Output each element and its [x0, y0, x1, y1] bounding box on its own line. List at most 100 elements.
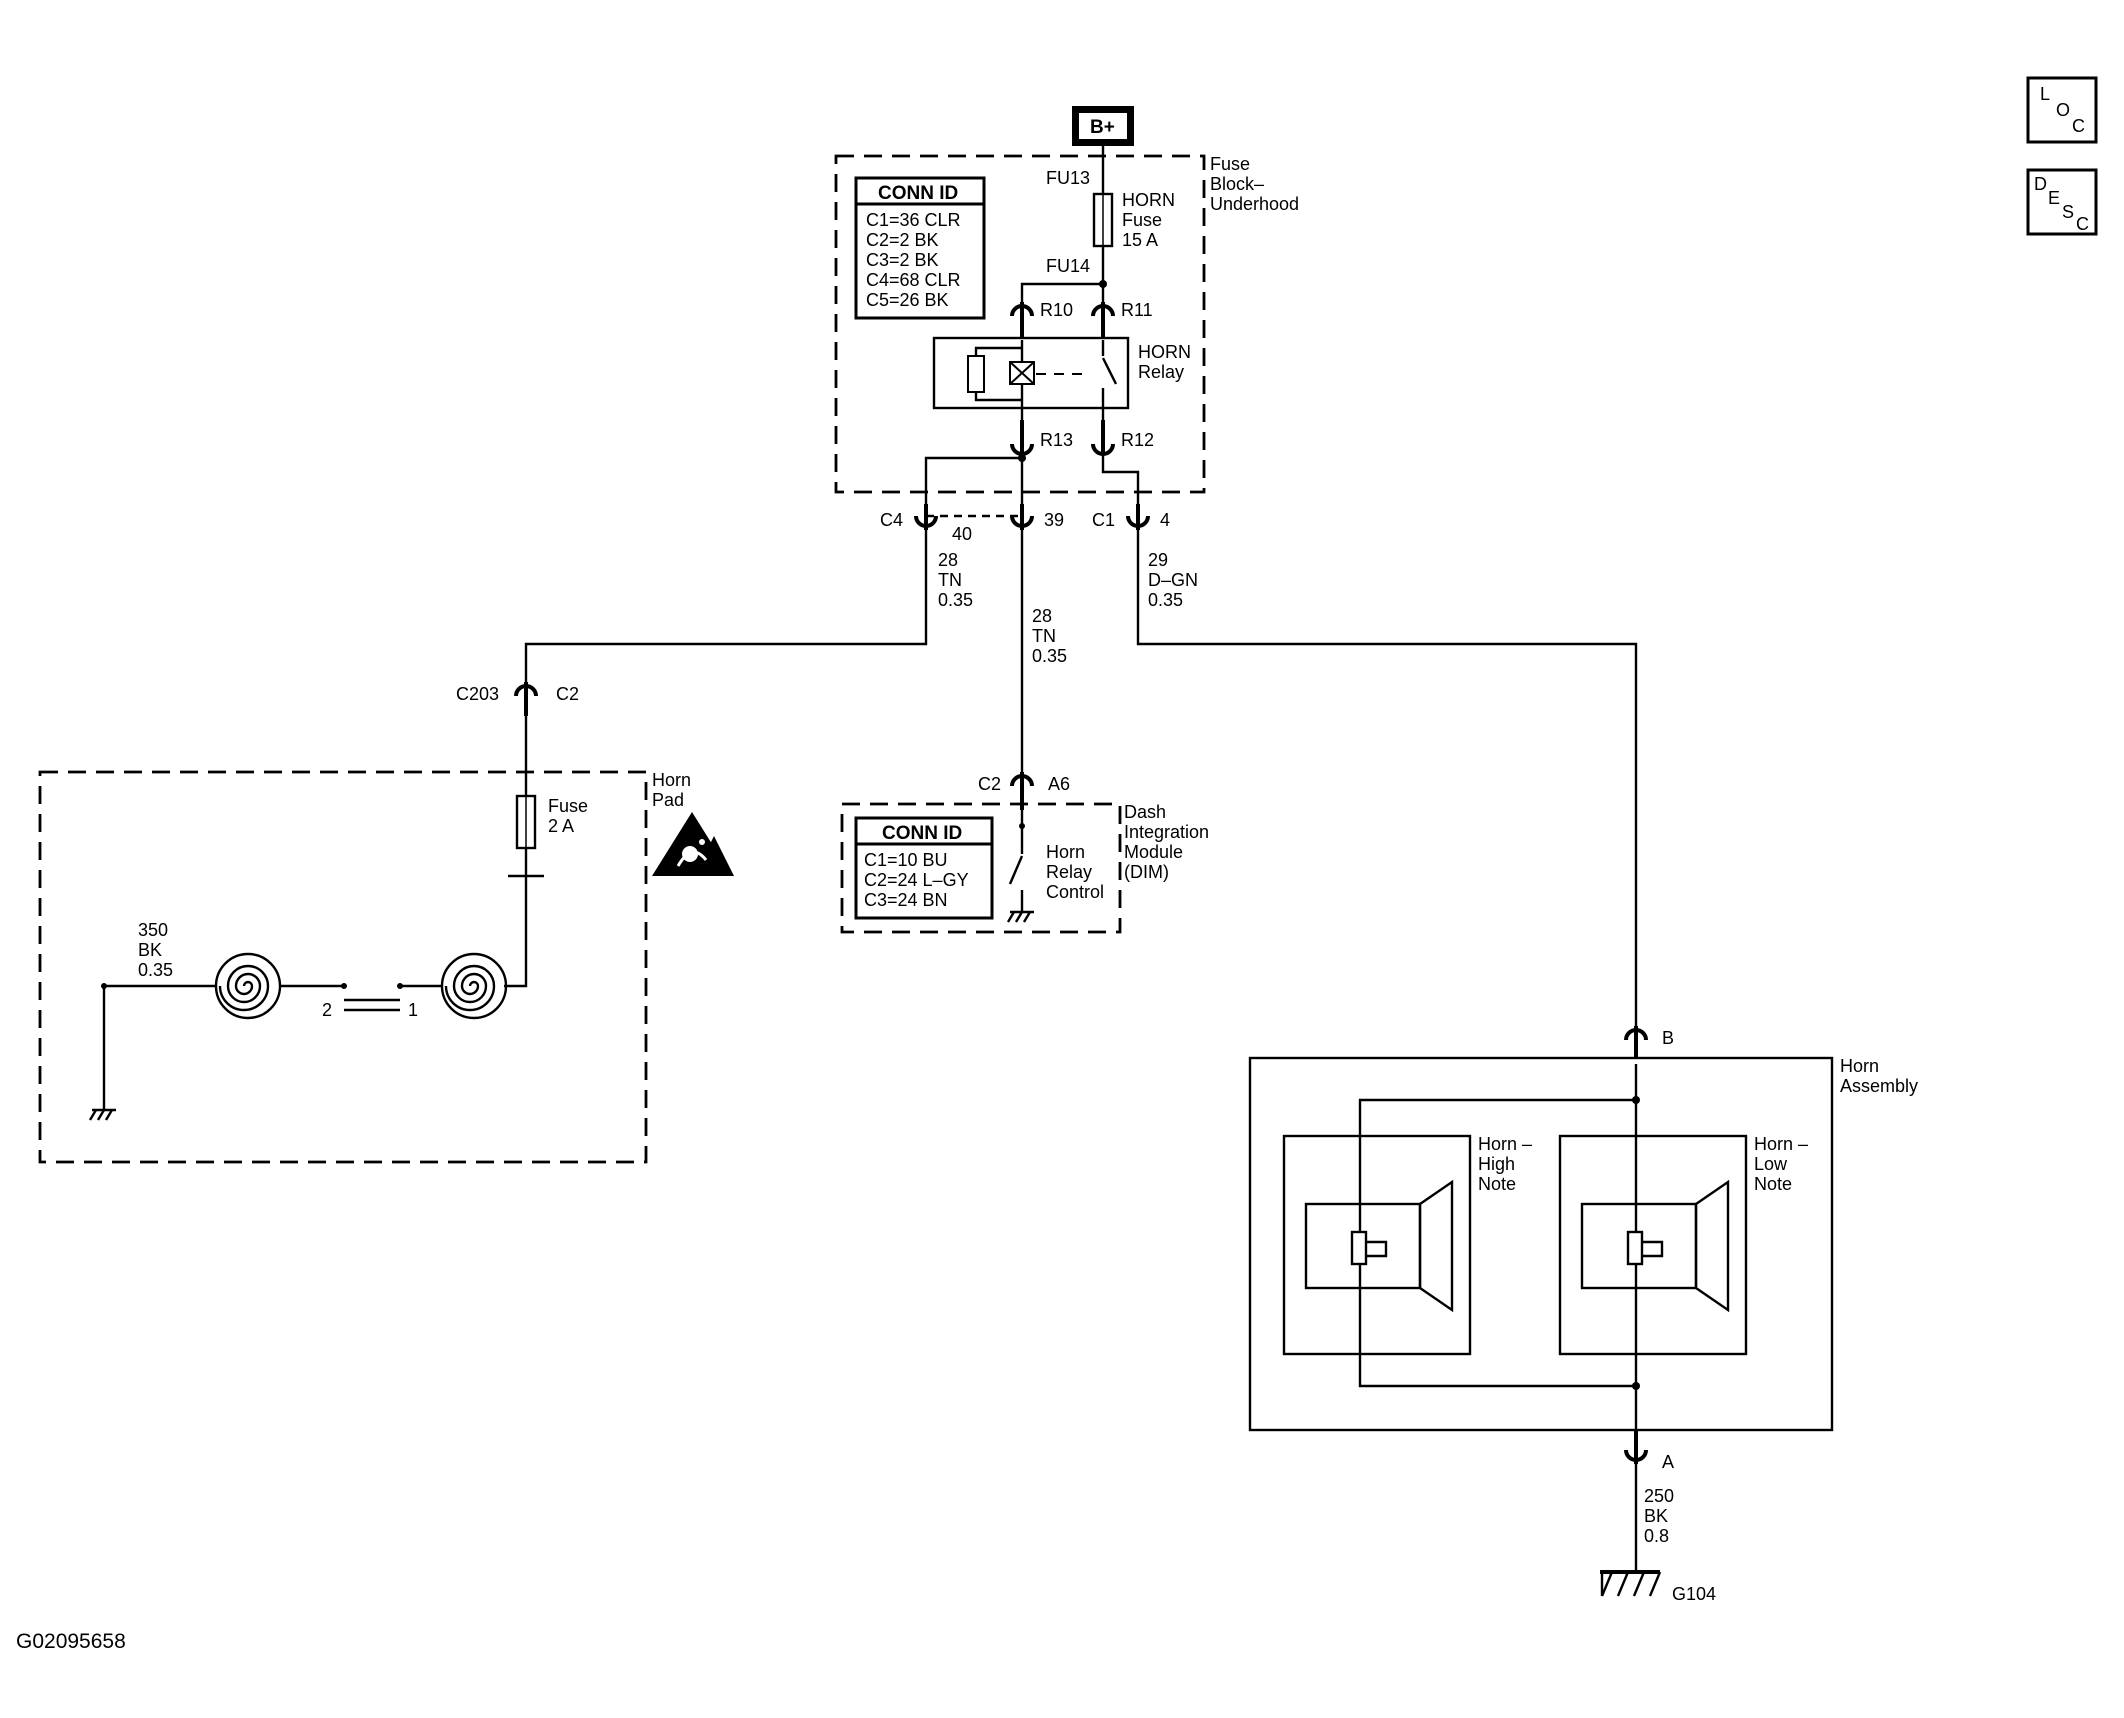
battery-label: B+: [1090, 117, 1115, 138]
horn-relay-label: HORN: [1138, 342, 1191, 362]
svg-text:Assembly: Assembly: [1840, 1076, 1918, 1096]
svg-text:4: 4: [1160, 510, 1170, 530]
airbag-warning-icon: [652, 812, 734, 876]
svg-text:A: A: [1662, 1452, 1674, 1472]
wire-28-tn-dim-label: 28: [1032, 606, 1052, 626]
svg-text:Underhood: Underhood: [1210, 194, 1299, 214]
terminal-r12: [1091, 420, 1115, 456]
horn-low-note: [1558, 1134, 1748, 1356]
svg-text:0.35: 0.35: [1032, 646, 1067, 666]
svg-text:0.35: 0.35: [938, 590, 973, 610]
horn-pad-fuse: [515, 794, 537, 850]
loc-button[interactable]: L O C: [2026, 76, 2098, 144]
svg-text:Dash: Dash: [1124, 802, 1166, 822]
svg-text:C4=68 CLR: C4=68 CLR: [866, 270, 961, 290]
svg-text:CONN ID: CONN ID: [882, 823, 962, 844]
horn-relay-control-switch: [1006, 810, 1034, 923]
figure-id: G02095658: [16, 1630, 126, 1653]
svg-text:Block–: Block–: [1210, 174, 1264, 194]
fuse-block-conn-id-table: CONN ID C1=36 CLR C2=2 BK C3=2 BK C4=68 …: [854, 176, 986, 320]
svg-text:D–GN: D–GN: [1148, 570, 1198, 590]
svg-text:A6: A6: [1048, 774, 1070, 794]
terminal-r11: [1091, 302, 1115, 340]
svg-text:B: B: [1662, 1028, 1674, 1048]
svg-text:C3=24 BN: C3=24 BN: [864, 890, 948, 910]
svg-text:C1: C1: [1092, 510, 1115, 530]
svg-text:BK: BK: [138, 940, 162, 960]
svg-text:TN: TN: [1032, 626, 1056, 646]
horn-assembly-boundary: [1248, 1056, 1834, 1432]
svg-text:C3=2 BK: C3=2 BK: [866, 250, 939, 270]
svg-text:40: 40: [952, 524, 972, 544]
connector-c1-4: [1126, 504, 1150, 530]
svg-text:Low: Low: [1754, 1154, 1788, 1174]
svg-text:0.35: 0.35: [1148, 590, 1183, 610]
svg-text:C1=10 BU: C1=10 BU: [864, 850, 948, 870]
svg-text:C4: C4: [880, 510, 903, 530]
svg-text:15 A: 15 A: [1122, 230, 1158, 250]
horn-pad-boundary: [38, 770, 648, 1164]
fu13-label: FU13: [1046, 168, 1090, 188]
terminal-r10: [1010, 302, 1034, 340]
svg-text:Fuse: Fuse: [1210, 154, 1250, 174]
svg-text:Control: Control: [1046, 882, 1104, 902]
fuse-block-boundary: [834, 154, 1206, 494]
wire-28-tn-label: 28: [938, 550, 958, 570]
svg-text:BK: BK: [1644, 1506, 1668, 1526]
horn-pad-fuse-label: Fuse: [548, 796, 588, 816]
clockspring-coil-right: [440, 952, 508, 1020]
horn-fuse: [1092, 192, 1114, 248]
svg-text:TN: TN: [938, 570, 962, 590]
clockspring-coil-left: [214, 952, 282, 1020]
svg-text:(DIM): (DIM): [1124, 862, 1169, 882]
ground-g104-icon: [1600, 1570, 1662, 1597]
svg-text:C1=36 CLR: C1=36 CLR: [866, 210, 961, 230]
svg-text:C2=2 BK: C2=2 BK: [866, 230, 939, 250]
horn-switch-contacts: [344, 998, 400, 1012]
svg-text:R13: R13: [1040, 430, 1073, 450]
svg-text:R12: R12: [1121, 430, 1154, 450]
wire-350-bk-label: 350: [138, 920, 168, 940]
svg-text:0.8: 0.8: [1644, 1526, 1669, 1546]
wire-250-bk-label: 250: [1644, 1486, 1674, 1506]
dim-boundary: [840, 802, 1122, 934]
svg-text:C203: C203: [456, 684, 499, 704]
dim-title: Dash Integration Module (DIM): [1124, 802, 1209, 882]
horn-relay-control-label: Horn: [1046, 842, 1085, 862]
horn-high-note: [1282, 1134, 1472, 1356]
horn-relay: [932, 336, 1130, 420]
loc-letter-c: C: [2072, 116, 2085, 136]
connector-c4-40: [914, 504, 938, 530]
svg-text:Note: Note: [1754, 1174, 1792, 1194]
horn-low-note-label: Horn –: [1754, 1134, 1808, 1154]
horn-pad-ground-icon: [88, 1108, 116, 1121]
desc-button[interactable]: D E S C: [2026, 168, 2098, 236]
wire-29-dgn-label: 29: [1148, 550, 1168, 570]
svg-text:Note: Note: [1478, 1174, 1516, 1194]
desc-letter-d: D: [2034, 174, 2047, 194]
svg-text:C2: C2: [556, 684, 579, 704]
terminal-r13: [1010, 420, 1034, 456]
battery-b-plus: B+: [1072, 106, 1134, 146]
svg-text:Relay: Relay: [1046, 862, 1092, 882]
svg-text:C2: C2: [978, 774, 1001, 794]
horn-pad-title: Horn: [652, 770, 691, 790]
svg-text:C2=24 L–GY: C2=24 L–GY: [864, 870, 969, 890]
desc-letter-s: S: [2062, 202, 2074, 222]
svg-text:R10: R10: [1040, 300, 1073, 320]
svg-text:2 A: 2 A: [548, 816, 574, 836]
dim-conn-id-table: CONN ID C1=10 BU C2=24 L–GY C3=24 BN: [854, 816, 994, 920]
svg-text:Relay: Relay: [1138, 362, 1184, 382]
connector-horn-a: [1624, 1430, 1648, 1464]
svg-text:Pad: Pad: [652, 790, 684, 810]
fuse-block-title: Fuse Block– Underhood: [1210, 154, 1299, 214]
svg-text:39: 39: [1044, 510, 1064, 530]
svg-text:0.35: 0.35: [138, 960, 173, 980]
svg-text:R11: R11: [1121, 300, 1153, 320]
svg-text:Module: Module: [1124, 842, 1183, 862]
fu14-label: FU14: [1046, 256, 1090, 276]
svg-text:CONN ID: CONN ID: [878, 183, 958, 204]
svg-text:High: High: [1478, 1154, 1515, 1174]
svg-text:2: 2: [322, 1000, 332, 1020]
